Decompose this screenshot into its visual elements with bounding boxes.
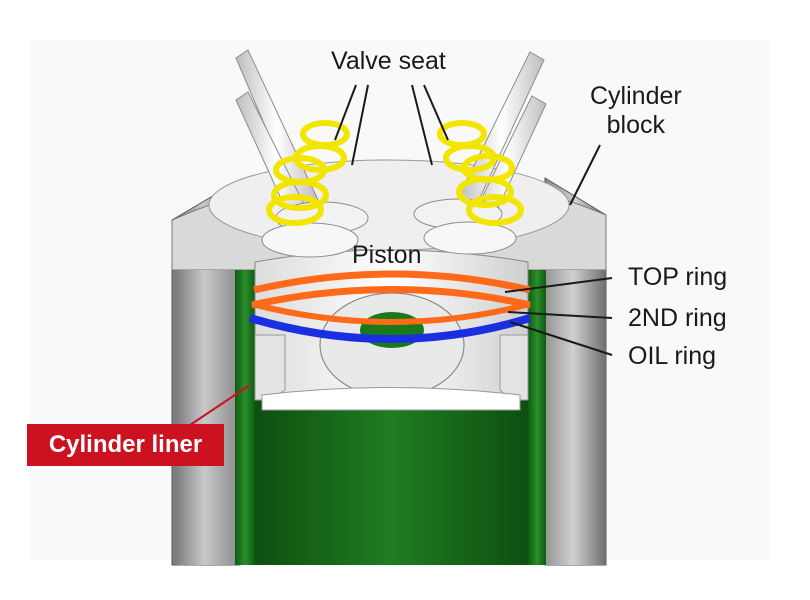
oil-ring	[248, 314, 532, 343]
oil-ring-label: OIL ring	[628, 342, 717, 370]
cylinder-liner-label: Cylinder liner	[27, 424, 224, 466]
valve-seat-leader-4	[423, 84, 449, 141]
valve-seat-label: Valve seat	[331, 47, 446, 75]
valve-springs	[266, 120, 524, 226]
valve-seat-leader-3	[411, 84, 433, 166]
piston-label: Piston	[352, 241, 422, 269]
leader-lines	[334, 84, 613, 356]
cylinder-block-label-line1: Cylinder	[590, 82, 682, 110]
second-ring-leader	[507, 311, 613, 319]
valve-seat-leader-2	[351, 84, 369, 166]
oil-ring-leader	[509, 321, 613, 356]
cylinder-block-label: Cylinder block	[590, 82, 682, 140]
cylinder-liner	[235, 270, 546, 565]
second-ring	[251, 286, 531, 309]
cylinder-block-leader	[569, 144, 601, 206]
valve-seat-leader-1	[334, 84, 357, 141]
second-ring-label: 2ND ring	[628, 304, 727, 332]
cylinder-liner-leader	[189, 384, 251, 426]
top-ring-leader	[504, 277, 613, 293]
cylinder-block-label-line2: block	[606, 110, 666, 139]
top-ring-label: TOP ring	[628, 263, 728, 291]
top-ring	[253, 270, 531, 294]
